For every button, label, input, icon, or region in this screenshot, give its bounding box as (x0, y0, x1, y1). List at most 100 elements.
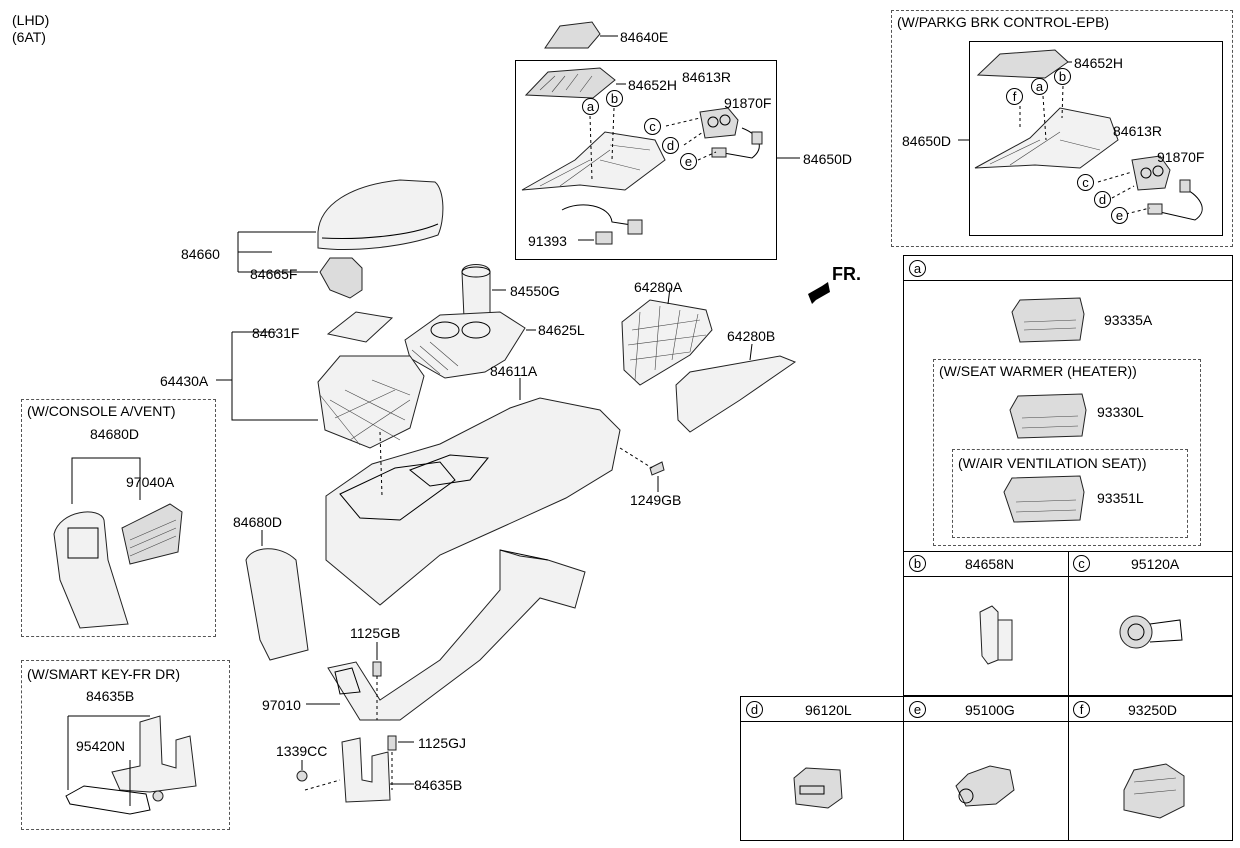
legend-cell-b-divider (903, 576, 1069, 577)
epb-bezel-shape (976, 49, 1069, 79)
part-label-84640E[interactable]: 84640E (620, 29, 669, 45)
trim-84640E-shape (544, 21, 601, 49)
part-label-1125GB[interactable]: 1125GB (350, 625, 401, 641)
legend-cell-f-divider (1068, 721, 1233, 722)
fr-arrow-icon (808, 282, 830, 304)
part-label-84680D[interactable]: 84680D (233, 514, 283, 530)
epb-panel-shape (974, 107, 1119, 169)
air-vent-seat-box (952, 449, 1188, 538)
part-label-84611A[interactable]: 84611A (490, 363, 538, 379)
hinge-84665F-shape (319, 257, 363, 299)
legend-part-84658N[interactable]: 84658N (965, 556, 1015, 572)
legend-cell-e-divider (903, 721, 1069, 722)
screw-1249GB-shape (649, 461, 665, 476)
epb-callout-f: f (1006, 88, 1023, 105)
epb-box-title: (W/PARKG BRK CONTROL-EPB) (897, 14, 1110, 30)
legend-letter-e: e (909, 701, 926, 718)
part-label-84625L[interactable]: 84625L (538, 322, 585, 338)
header-lhd: (LHD) (12, 12, 50, 28)
epb-label-84650D[interactable]: 84650D (902, 133, 952, 149)
legend-letter-c: c (1073, 555, 1090, 572)
legend-part-96120L[interactable]: 96120L (805, 702, 852, 718)
vent-cover-shape (53, 511, 129, 629)
bezel-84652H-shape (524, 67, 616, 99)
legend-part-93330L[interactable]: 93330L (1097, 404, 1144, 420)
callout-b: b (606, 90, 623, 107)
part-label-64280B[interactable]: 64280B (727, 328, 776, 344)
switch-84613R-shape (699, 107, 739, 139)
epb-label-84652H[interactable]: 84652H (1074, 55, 1124, 71)
part-label-64280A[interactable]: 64280A (634, 279, 683, 295)
air-vent-seat-title: (W/AIR VENTILATION SEAT)) (958, 455, 1147, 471)
legend-cell-d-divider (740, 721, 904, 722)
bolt-1125GB-shape (372, 661, 382, 677)
console-vent-option-box (21, 399, 216, 637)
part-label-84660[interactable]: 84660 (181, 246, 220, 262)
storage-64430A-shape (317, 355, 425, 449)
legend-95100G-shape (955, 765, 1015, 807)
legend-cell-f (1068, 696, 1233, 841)
epb-label-91870F[interactable]: 91870F (1157, 149, 1205, 165)
legend-cell-c (1068, 551, 1233, 696)
legend-part-93335A[interactable]: 93335A (1104, 312, 1153, 328)
nut-1339CC-shape (296, 770, 308, 782)
seat-warmer-box (933, 359, 1201, 546)
legend-93250D-shape (1123, 763, 1185, 819)
legend-cell-a-divider (903, 280, 1233, 281)
harness-91393-shape (561, 204, 639, 227)
epb-callout-b: b (1054, 68, 1071, 85)
legend-letter-f: f (1073, 701, 1090, 718)
legend-letter-b: b (909, 555, 926, 572)
epb-label-84613R[interactable]: 84613R (1113, 123, 1163, 139)
legend-93330L-shape (1009, 393, 1087, 439)
upper-assembly-box (515, 60, 777, 260)
legend-letter-d: d (746, 701, 763, 718)
legend-part-93250D[interactable]: 93250D (1128, 702, 1178, 718)
part-label-97010[interactable]: 97010 (262, 697, 301, 713)
part-label-84550G[interactable]: 84550G (510, 283, 560, 299)
part-label-84652H[interactable]: 84652H (628, 77, 678, 93)
legend-part-95120A[interactable]: 95120A (1131, 556, 1180, 572)
epb-callout-a: a (1031, 78, 1048, 95)
callout-d: d (662, 137, 679, 154)
bolt-1125GJ-shape (387, 735, 397, 751)
smart-key-label-95420N[interactable]: 95420N (76, 738, 126, 754)
part-label-84650D[interactable]: 84650D (803, 151, 853, 167)
part-label-64430A[interactable]: 64430A (160, 373, 209, 389)
part-label-1249GB[interactable]: 1249GB (630, 492, 682, 508)
legend-95120A-shape (1119, 615, 1153, 649)
legend-letter-a: a (909, 260, 926, 277)
legend-93335A-shape (1011, 297, 1085, 343)
part-label-84613R[interactable]: 84613R (682, 69, 732, 85)
part-label-84665F[interactable]: 84665F (250, 266, 298, 282)
legend-96120L-shape (793, 767, 843, 809)
legend-part-95100G[interactable]: 95100G (965, 702, 1015, 718)
callout-e: e (680, 153, 697, 170)
part-label-91393[interactable]: 91393 (528, 233, 567, 249)
armrest-84660-shape (317, 179, 444, 250)
legend-cell-c-divider (1068, 576, 1233, 577)
fr-label: FR. (832, 264, 861, 284)
smart-key-label-84635B[interactable]: 84635B (86, 688, 135, 704)
mat-84631F-shape (326, 311, 394, 343)
epb-inner-box (969, 41, 1223, 236)
part-label-1339CC[interactable]: 1339CC (276, 743, 328, 759)
cover-84680D-shape (245, 548, 309, 661)
epb-callout-e: e (1111, 207, 1128, 224)
epb-option-box (891, 10, 1233, 247)
smart-key-title: (W/SMART KEY-FR DR) (27, 666, 180, 682)
console-84611A-shape (325, 397, 621, 606)
console-vent-label-97040A[interactable]: 97040A (126, 474, 175, 490)
legend-cell-b (903, 551, 1069, 696)
part-label-91870F[interactable]: 91870F (724, 95, 772, 111)
panel-84650D-shape (521, 131, 666, 191)
console-vent-label-84680D[interactable]: 84680D (90, 426, 140, 442)
part-label-1125GJ[interactable]: 1125GJ (418, 735, 466, 751)
part-label-84631F[interactable]: 84631F (252, 325, 300, 341)
legend-part-93351L[interactable]: 93351L (1097, 490, 1144, 506)
seat-warmer-title: (W/SEAT WARMER (HEATER)) (939, 363, 1137, 379)
smart-key-option-box (21, 660, 230, 830)
part-label-84635B[interactable]: 84635B (414, 777, 463, 793)
header-6at: (6AT) (12, 29, 46, 45)
